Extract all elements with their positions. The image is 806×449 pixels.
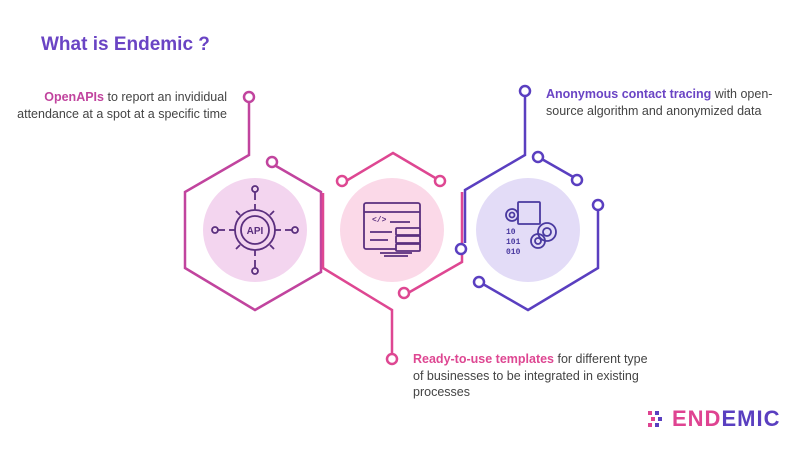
node-dot <box>591 198 605 212</box>
feature-templates-desc: for different type of businesses to be i… <box>413 352 648 399</box>
node-dot <box>242 90 256 104</box>
binary-line: 10 <box>506 228 516 237</box>
templates-circle <box>340 178 444 282</box>
template-code-icon <box>363 202 421 257</box>
feature-openapi-desc: to report an invididual attendance at a … <box>17 90 227 121</box>
hexagon-openapi <box>183 99 323 312</box>
binary-line: 010 <box>506 248 521 257</box>
binary-text: 10 101 010 <box>506 228 525 257</box>
node-dot <box>454 242 468 256</box>
node-dot <box>531 150 545 164</box>
page-title: What is Endemic ? <box>41 34 210 55</box>
code-brackets: </> <box>372 216 387 225</box>
binary-gears-icon <box>505 201 557 249</box>
logo-mark-icon <box>648 411 662 427</box>
node-dot <box>518 84 532 98</box>
binary-line: 101 <box>506 238 521 247</box>
openapi-circle <box>203 178 307 282</box>
node-dot <box>265 155 279 169</box>
feature-openapi-bold: OpenAPIs <box>44 90 104 104</box>
feature-templates-bold: Ready-to-use templates <box>413 352 555 366</box>
logo-wordmark: ENDEMIC <box>672 406 780 432</box>
node-dot <box>472 275 486 289</box>
feature-contact-tracing-desc: with open-source algorithm and anonymize… <box>546 87 773 118</box>
feature-templates-text: Ready-to-use templates for different typ… <box>413 351 653 401</box>
node-dot <box>385 352 399 366</box>
feature-contact-tracing-bold: Anonymous contact tracing <box>546 87 712 101</box>
hexagon-templates <box>321 151 464 358</box>
node-dot <box>397 286 411 300</box>
feature-openapi-text: OpenAPIs to report an invididual attenda… <box>7 89 227 122</box>
node-dot <box>433 174 447 188</box>
endemic-logo: ENDEMIC <box>648 406 780 432</box>
hexagon-contact-tracing <box>463 92 600 312</box>
api-label: API <box>247 226 264 237</box>
node-dot <box>335 174 349 188</box>
feature-contact-tracing-text: Anonymous contact tracing with open-sour… <box>546 86 786 119</box>
contact-tracing-circle <box>476 178 580 282</box>
logo-part-emic: EMIC <box>721 406 781 431</box>
logo-part-end: END <box>672 406 722 431</box>
api-gear-icon <box>211 185 299 275</box>
node-dot <box>570 173 584 187</box>
